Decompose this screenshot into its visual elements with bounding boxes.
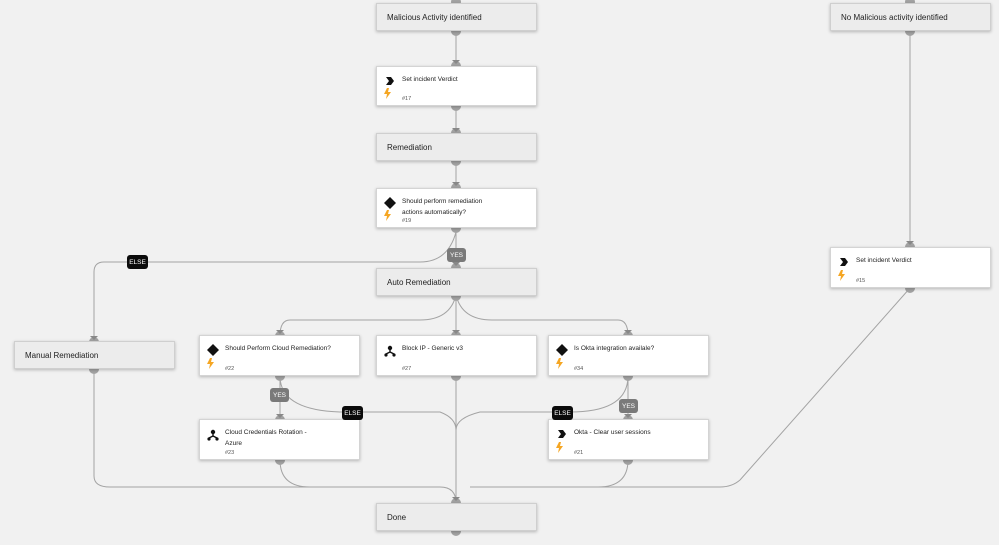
bolt-icon — [556, 442, 563, 453]
section-label: Done — [387, 512, 407, 522]
task-title: Okta - Clear user sessions — [574, 429, 651, 436]
task-should-perform-remediation-19[interactable]: Should perform remediation actions autom… — [376, 188, 537, 228]
section-label: Manual Remediation — [25, 350, 99, 360]
section-no-malicious-activity[interactable]: No Malicious activity identified — [830, 3, 991, 31]
task-title: Set incident Verdict — [856, 257, 912, 264]
chevron-icon — [386, 77, 394, 85]
section-label: Auto Remediation — [387, 277, 451, 287]
task-okta-clear-user-sessions-21[interactable]: Okta - Clear user sessions #21 — [548, 419, 709, 460]
bolt-icon — [384, 88, 391, 99]
task-number: #17 — [402, 96, 412, 102]
yes-label-cloud[interactable]: YES — [270, 388, 289, 402]
task-title: Is Okta integration availale? — [574, 345, 655, 352]
yes-label-auto[interactable]: YES — [447, 248, 466, 262]
bolt-icon — [384, 210, 391, 221]
task-title: Should perform remediation actions autom… — [402, 198, 483, 216]
task-is-okta-available-34[interactable]: Is Okta integration availale? #34 — [548, 335, 709, 376]
task-title: Cloud Credentials Rotation - Azure — [225, 429, 307, 447]
task-number: #23 — [225, 450, 235, 456]
bolt-icon — [207, 358, 214, 369]
playbook-icon — [384, 345, 396, 357]
bolt-icon — [838, 270, 845, 281]
task-number: #19 — [402, 218, 412, 224]
playbook-icon — [207, 429, 219, 441]
else-label-okta[interactable]: ELSE — [552, 406, 573, 420]
diamond-icon — [207, 344, 219, 356]
section-manual-remediation[interactable]: Manual Remediation — [14, 341, 175, 369]
diamond-icon — [556, 344, 568, 356]
chevron-icon — [558, 430, 566, 438]
task-number: #22 — [225, 366, 235, 372]
task-title: Block IP - Generic v3 — [402, 345, 463, 352]
section-label: Malicious Activity identified — [387, 12, 482, 22]
bolt-icon — [556, 358, 563, 369]
task-block-ip-27[interactable]: Block IP - Generic v3 #27 — [376, 335, 537, 376]
task-number: #15 — [856, 278, 866, 284]
task-set-incident-verdict-17[interactable]: Set incident Verdict #17 — [376, 66, 537, 106]
task-set-incident-verdict-15[interactable]: Set incident Verdict #15 — [830, 247, 991, 288]
chevron-icon — [840, 258, 848, 266]
task-should-perform-cloud-remediation-22[interactable]: Should Perform Cloud Remediation? #22 — [199, 335, 360, 376]
section-done[interactable]: Done — [376, 503, 537, 531]
section-label: Remediation — [387, 142, 432, 152]
section-label: No Malicious activity identified — [841, 12, 948, 22]
task-number: #21 — [574, 450, 584, 456]
section-malicious-activity[interactable]: Malicious Activity identified — [376, 3, 537, 31]
task-number: #34 — [574, 366, 584, 372]
section-auto-remediation[interactable]: Auto Remediation — [376, 268, 537, 296]
task-title: Should Perform Cloud Remediation? — [225, 345, 331, 352]
else-label-manual[interactable]: ELSE — [127, 255, 148, 269]
task-title: Set incident Verdict — [402, 76, 458, 83]
diamond-icon — [384, 197, 396, 209]
task-cloud-credentials-rotation-23[interactable]: Cloud Credentials Rotation - Azure #23 — [199, 419, 360, 460]
task-number: #27 — [402, 366, 412, 372]
yes-label-okta[interactable]: YES — [619, 399, 638, 413]
else-label-cloud[interactable]: ELSE — [342, 406, 363, 420]
section-remediation[interactable]: Remediation — [376, 133, 537, 161]
